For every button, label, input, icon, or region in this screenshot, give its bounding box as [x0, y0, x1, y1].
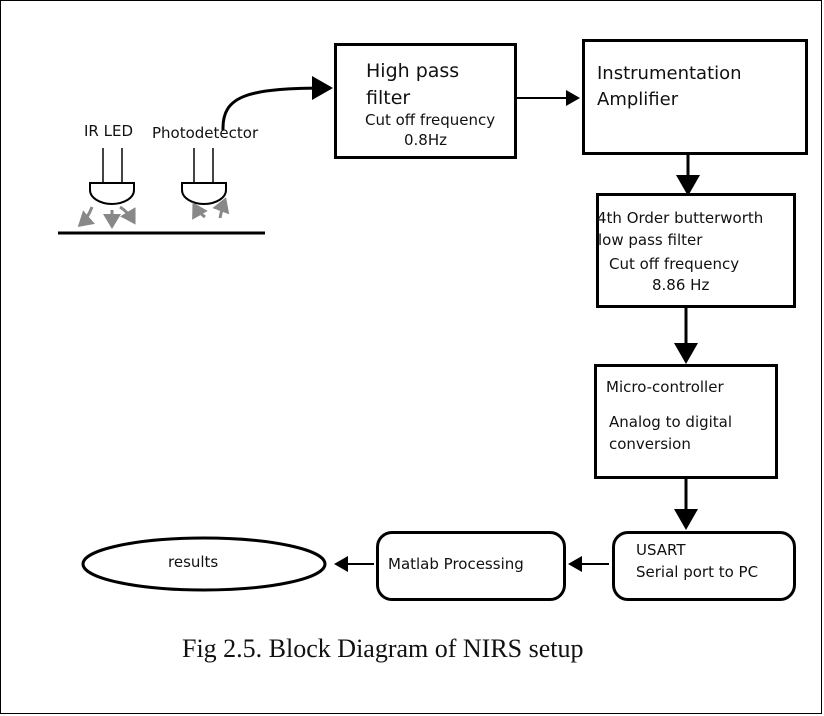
photodetector-label: Photodetector — [152, 124, 259, 142]
lpf-line1: 4th Order butterworth — [597, 209, 764, 227]
matlab-processing-block — [376, 531, 566, 601]
ir-led-label: IR LED — [84, 122, 133, 140]
usart-line1: USART — [636, 541, 686, 559]
instrumentation-amplifier-block — [582, 39, 808, 155]
amp-line2: Amplifier — [597, 89, 679, 110]
mcu-line2: Analog to digital — [609, 413, 733, 431]
lpf-line2: low pass filter — [598, 231, 703, 249]
detector-reception-arrows — [192, 197, 230, 220]
amp-line1: Instrumentation — [597, 63, 742, 84]
usart-line2: Serial port to PC — [636, 563, 759, 581]
figure-caption: Fig 2.5. Block Diagram of NIRS setup — [182, 634, 584, 663]
mcu-line3: conversion — [609, 435, 691, 453]
lpf-line4: 8.86 Hz — [652, 276, 710, 294]
results-label: results — [168, 553, 219, 571]
microcontroller-block — [594, 364, 778, 479]
high-pass-filter-block — [334, 43, 517, 159]
signal-cable — [221, 76, 333, 131]
ir-led-icon — [89, 148, 135, 205]
hpf-title-line2: filter — [366, 87, 411, 109]
usart-block — [612, 531, 796, 601]
hpf-detail-line2: 0.8Hz — [404, 131, 448, 149]
mcu-line1: Micro-controller — [606, 378, 724, 396]
photodetector-icon — [181, 148, 227, 205]
results-ellipse — [81, 536, 327, 592]
hpf-title-line1: High pass — [366, 60, 460, 82]
hpf-detail-line1: Cut off frequency — [365, 111, 496, 129]
matlab-label: Matlab Processing — [388, 555, 524, 573]
low-pass-filter-block — [596, 193, 796, 308]
lpf-line3: Cut off frequency — [609, 255, 740, 273]
led-emission-arrows — [77, 205, 136, 229]
